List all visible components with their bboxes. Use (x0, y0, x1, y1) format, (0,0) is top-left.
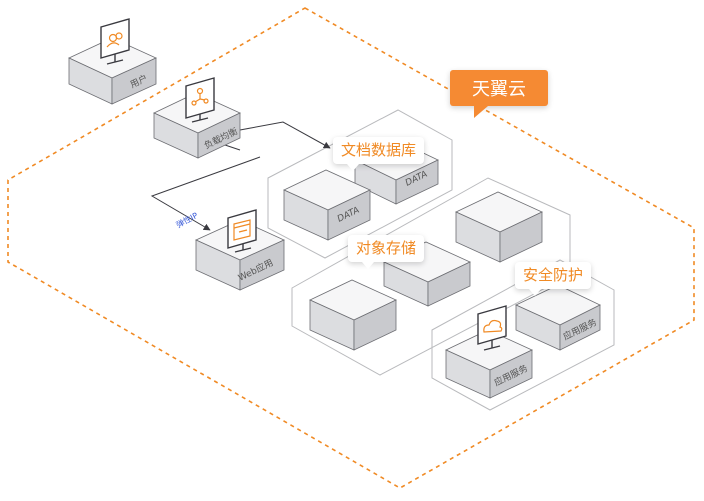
brand-tag-tail (474, 106, 488, 118)
security-callout-tail (529, 289, 541, 296)
cloud-icon (483, 319, 503, 333)
docdb-callout: 文档数据库 (333, 137, 425, 171)
lb-monitor-icon (185, 77, 215, 123)
brand-name: 天翼云 (472, 79, 526, 100)
user-box (68, 37, 157, 105)
browser-window-icon (233, 219, 251, 241)
network-node-icon (191, 87, 209, 106)
brand-tag: 天翼云 (450, 70, 548, 118)
eip-label: 弹性IP (174, 210, 199, 230)
app-monitor-icon (477, 305, 507, 351)
docdb-callout-tail (347, 164, 359, 171)
security-group-frame (431, 259, 615, 411)
storage-box-3 (455, 191, 543, 263)
data-box-1 (283, 169, 371, 241)
user-group-icon (106, 32, 123, 48)
lb-box (153, 92, 241, 159)
oss-callout-label: 对象存储 (356, 239, 417, 257)
storage-box-1 (309, 279, 397, 351)
security-callout: 安全防护 (515, 262, 592, 296)
docdb-callout-label: 文档数据库 (341, 141, 417, 159)
web-monitor-icon (227, 209, 257, 253)
lb-to-web-arrow (150, 156, 261, 231)
oss-callout-tail (362, 262, 374, 269)
docdb-group-frame (267, 109, 453, 259)
user-monitor-icon (100, 18, 130, 65)
app-box-1 (445, 329, 533, 399)
cloud-boundary (7, 7, 695, 489)
security-callout-label: 安全防护 (523, 266, 584, 284)
oss-callout: 对象存储 (348, 235, 425, 269)
